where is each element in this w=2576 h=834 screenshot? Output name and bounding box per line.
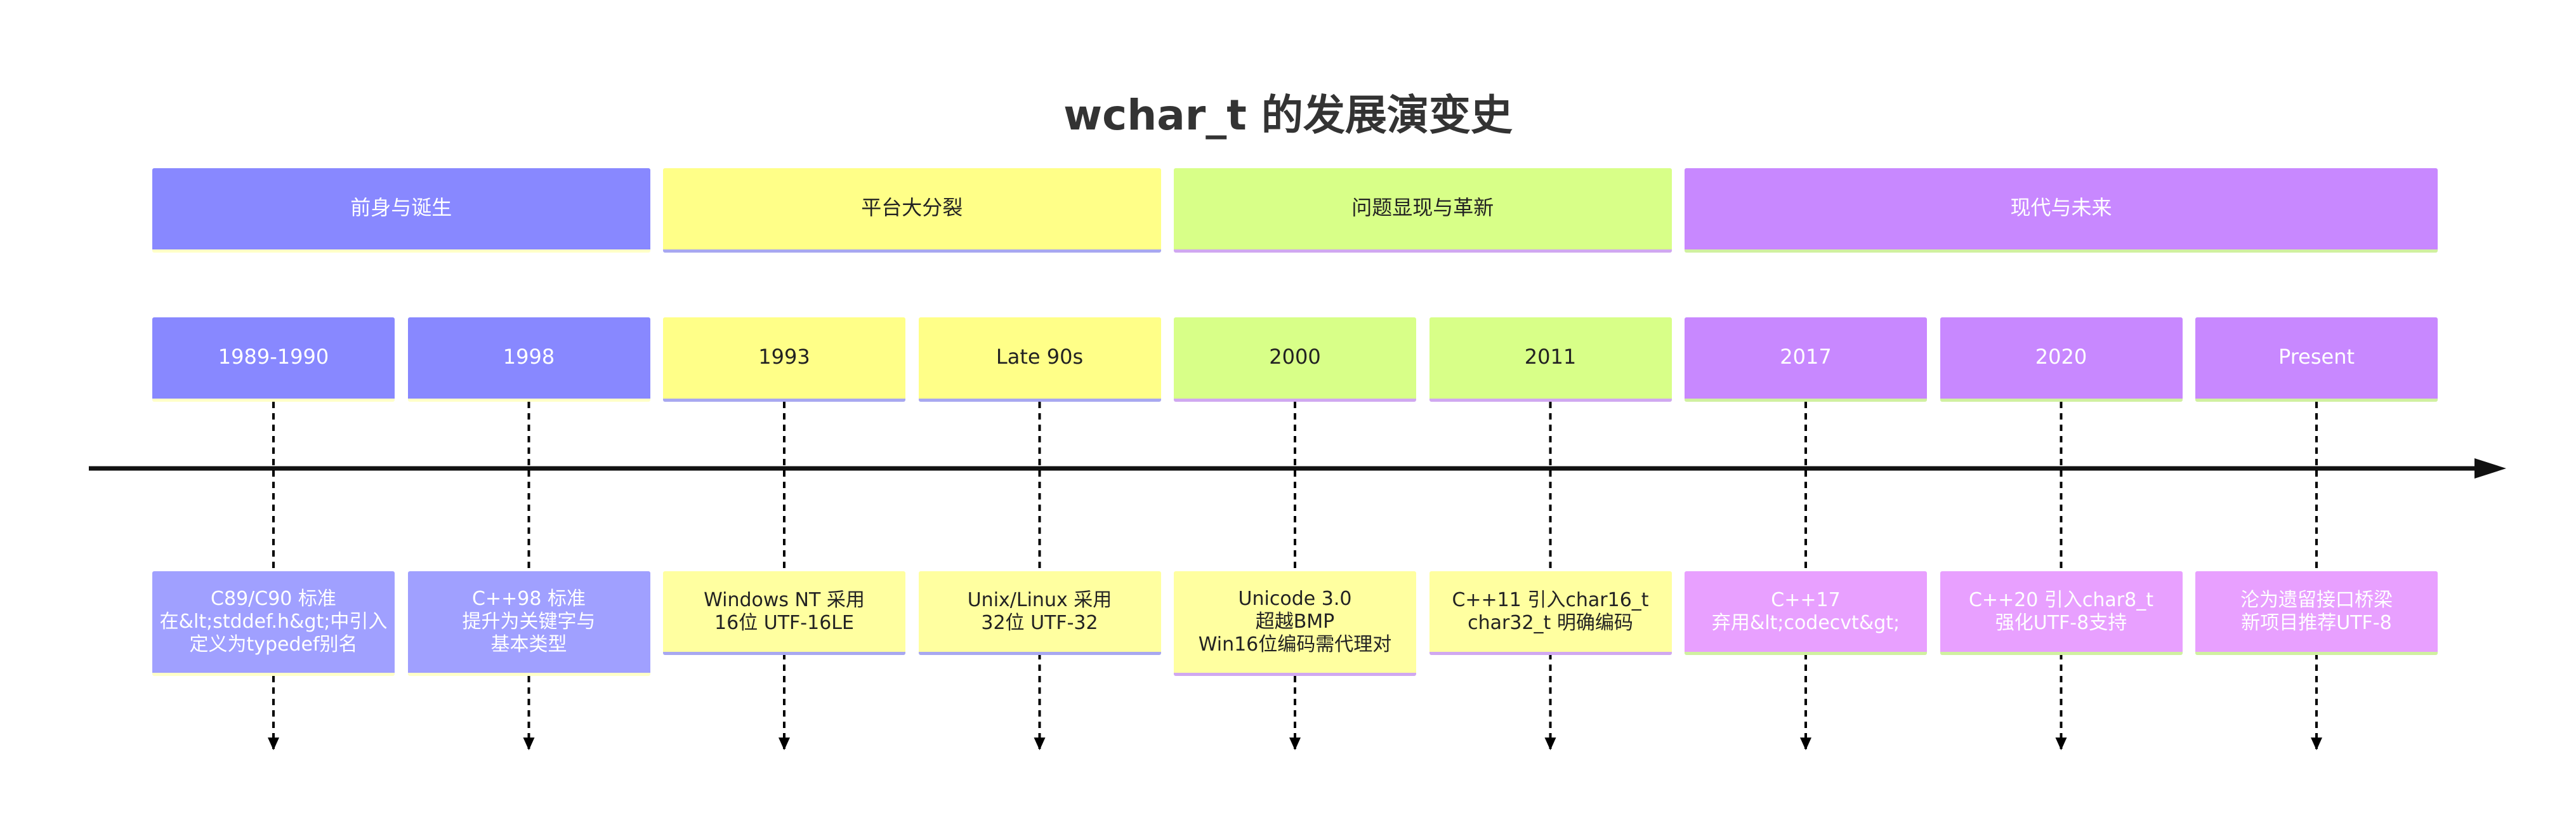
period-label: Present xyxy=(2195,317,2438,402)
timeline-arrowhead xyxy=(2474,458,2506,479)
event-note: Windows NT 采用 16位 UTF-16LE xyxy=(663,571,905,655)
period-label: 2000 xyxy=(1174,317,1416,402)
section-header: 现代与未来 xyxy=(1685,168,2438,253)
period-label: 2011 xyxy=(1429,317,1672,402)
period-label: 2020 xyxy=(1940,317,2183,402)
event-note: C++11 引入char16_t char32_t 明确编码 xyxy=(1429,571,1672,655)
section-header: 平台大分裂 xyxy=(663,168,1161,253)
period-label: Late 90s xyxy=(918,317,1161,402)
event-note: C++17 弃用&lt;codecvt&gt; xyxy=(1685,571,1927,655)
event-note: C89/C90 标准 在&lt;stddef.h&gt;中引入 定义为typed… xyxy=(152,571,395,676)
period-label: 2017 xyxy=(1685,317,1927,402)
event-note: C++20 引入char8_t 强化UTF-8支持 xyxy=(1940,571,2183,655)
event-note: C++98 标准 提升为关键字与 基本类型 xyxy=(407,571,650,676)
event-note: Unix/Linux 采用 32位 UTF-32 xyxy=(918,571,1161,655)
period-label: 1989-1990 xyxy=(152,317,395,402)
diagram-title: wchar_t 的发展演变史 xyxy=(1063,91,1513,140)
event-note: Unicode 3.0 超越BMP Win16位编码需代理对 xyxy=(1174,571,1416,676)
section-header: 前身与诞生 xyxy=(152,168,650,253)
period-label: 1998 xyxy=(407,317,650,402)
section-header: 问题显现与革新 xyxy=(1174,168,1672,253)
period-label: 1993 xyxy=(663,317,905,402)
event-note: 沦为遗留接口桥梁 新项目推荐UTF-8 xyxy=(2195,571,2438,655)
